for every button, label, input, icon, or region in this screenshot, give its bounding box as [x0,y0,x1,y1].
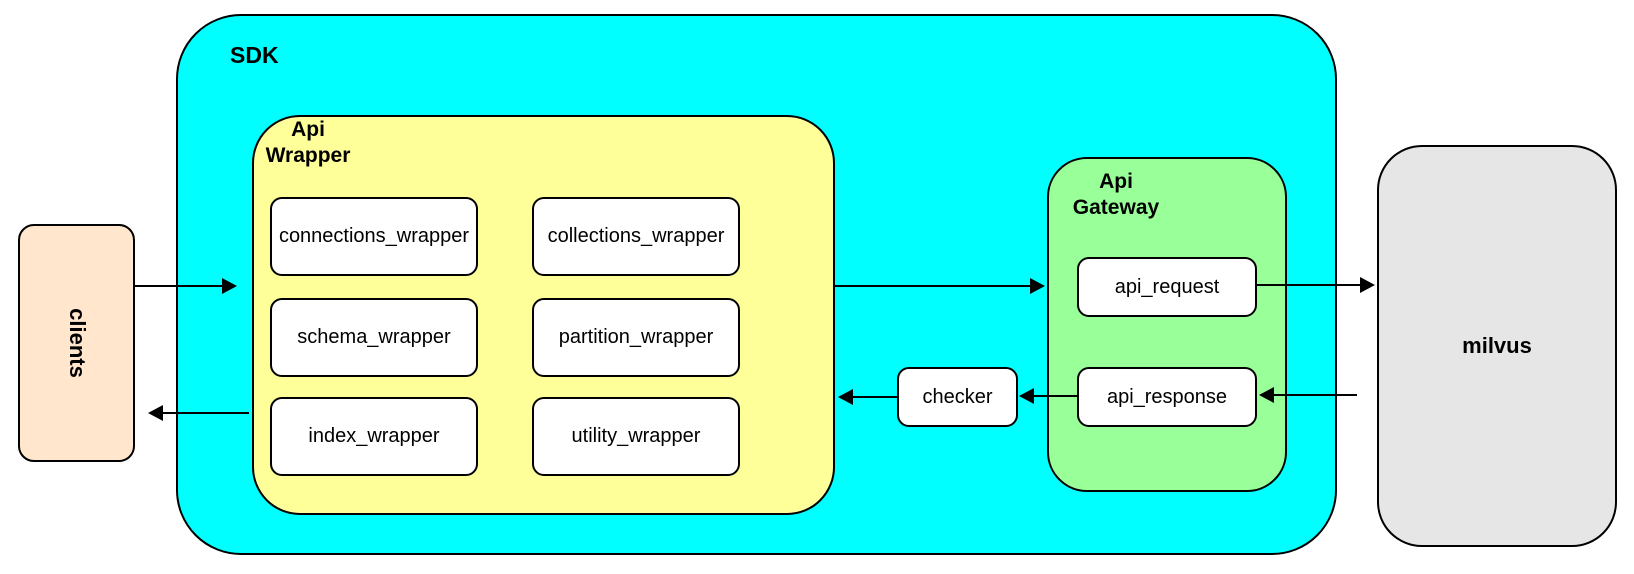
api-request-label: api_request [1114,275,1220,298]
node-utility-wrapper: utility_wrapper [532,397,740,476]
arrowhead-left-icon [1019,388,1034,404]
arrow-sdk-to-clients [148,405,249,421]
node-clients: clients [18,224,135,462]
utility-wrapper-label: utility_wrapper [571,425,701,447]
node-connections-wrapper: connections_wrapper [270,197,478,276]
node-api-request: api_request [1077,257,1257,317]
node-collections-wrapper: collections_wrapper [532,197,740,276]
checker-label: checker [922,385,993,408]
sdk-label: SDK [230,42,279,68]
arrow-milvus-to-response [1259,387,1357,403]
arrow-request-to-milvus [1257,277,1375,293]
arrow-response-to-checker [1019,388,1077,404]
node-schema-wrapper: schema_wrapper [270,298,478,377]
api-gateway-label-line2: Gateway [1072,196,1160,219]
arrow-wrapper-to-gateway [835,278,1045,294]
api-wrapper-label-line1: Api [291,118,325,141]
api-gateway-label-line1: Api [1099,170,1133,193]
node-api-response: api_response [1077,367,1257,427]
arrowhead-right-icon [1030,278,1045,294]
api-gateway-container [1047,157,1287,492]
partition-wrapper-label: partition_wrapper [558,326,714,348]
arrowhead-left-icon [148,405,163,421]
connections-wrapper-label: connections_wrapper [278,225,470,247]
arrowhead-right-icon [1360,277,1375,293]
clients-label: clients [64,308,90,378]
collections-wrapper-label: collections_wrapper [547,225,725,247]
arrow-checker-to-wrapper [838,389,897,405]
milvus-label: milvus [1462,333,1532,358]
arrow-clients-to-sdk [135,278,237,294]
node-checker: checker [897,367,1018,427]
api-wrapper-label: Api Wrapper [258,117,358,169]
api-wrapper-label-line2: Wrapper [265,144,351,167]
api-gateway-label: Api Gateway [1066,169,1166,221]
index-wrapper-label: index_wrapper [308,425,440,447]
node-milvus: milvus [1377,145,1617,547]
api-response-label: api_response [1106,385,1228,408]
arrowhead-left-icon [1259,387,1274,403]
arrowhead-right-icon [222,278,237,294]
node-index-wrapper: index_wrapper [270,397,478,476]
node-partition-wrapper: partition_wrapper [532,298,740,377]
schema-wrapper-label: schema_wrapper [297,326,451,348]
arrowhead-left-icon [838,389,853,405]
